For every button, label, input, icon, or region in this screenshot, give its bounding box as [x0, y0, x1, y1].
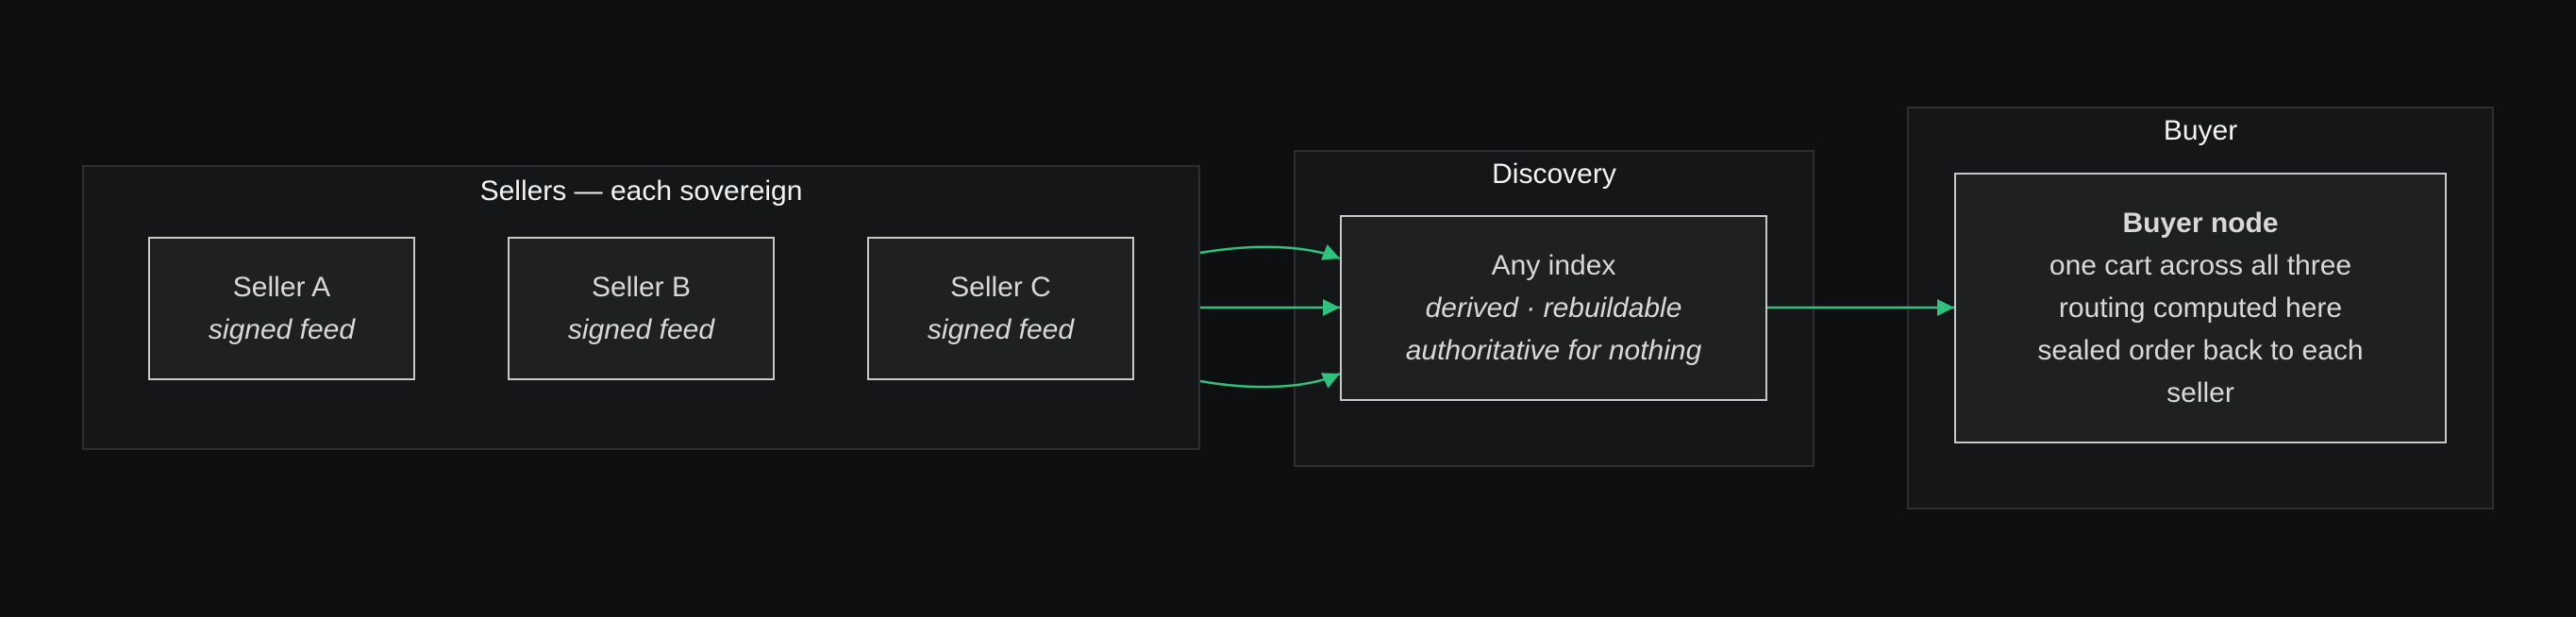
index-subtitle-1: derived · rebuildable: [1425, 292, 1682, 324]
buyer-node-title: Buyer node: [2122, 208, 2279, 239]
buyer-node-line-1: one cart across all three: [2049, 250, 2352, 281]
buyer-node: Buyer node one cart across all three rou…: [1954, 173, 2447, 443]
discovery-group-title: Discovery: [1492, 158, 1616, 190]
seller-c-node: Seller C signed feed: [867, 237, 1134, 380]
index-title: Any index: [1491, 250, 1616, 281]
seller-b-title: Seller B: [591, 272, 692, 303]
buyer-node-line-2: routing computed here: [2058, 292, 2343, 324]
seller-a-node: Seller A signed feed: [148, 237, 415, 380]
seller-b-node: Seller B signed feed: [508, 237, 775, 380]
seller-c-subtitle: signed feed: [927, 314, 1075, 345]
buyer-group-title: Buyer: [2163, 115, 2238, 146]
seller-b-subtitle: signed feed: [567, 314, 715, 345]
buyer-node-line-3: sealed order back to each: [2037, 335, 2364, 366]
seller-a-subtitle: signed feed: [208, 314, 356, 345]
buyer-node-line-4: seller: [2166, 377, 2234, 409]
seller-a-title: Seller A: [232, 272, 331, 303]
index-subtitle-2: authoritative for nothing: [1405, 335, 1702, 366]
sellers-group-title: Sellers — each sovereign: [479, 175, 803, 207]
index-node: Any index derived · rebuildable authorit…: [1340, 215, 1767, 401]
seller-c-title: Seller C: [950, 272, 1051, 303]
